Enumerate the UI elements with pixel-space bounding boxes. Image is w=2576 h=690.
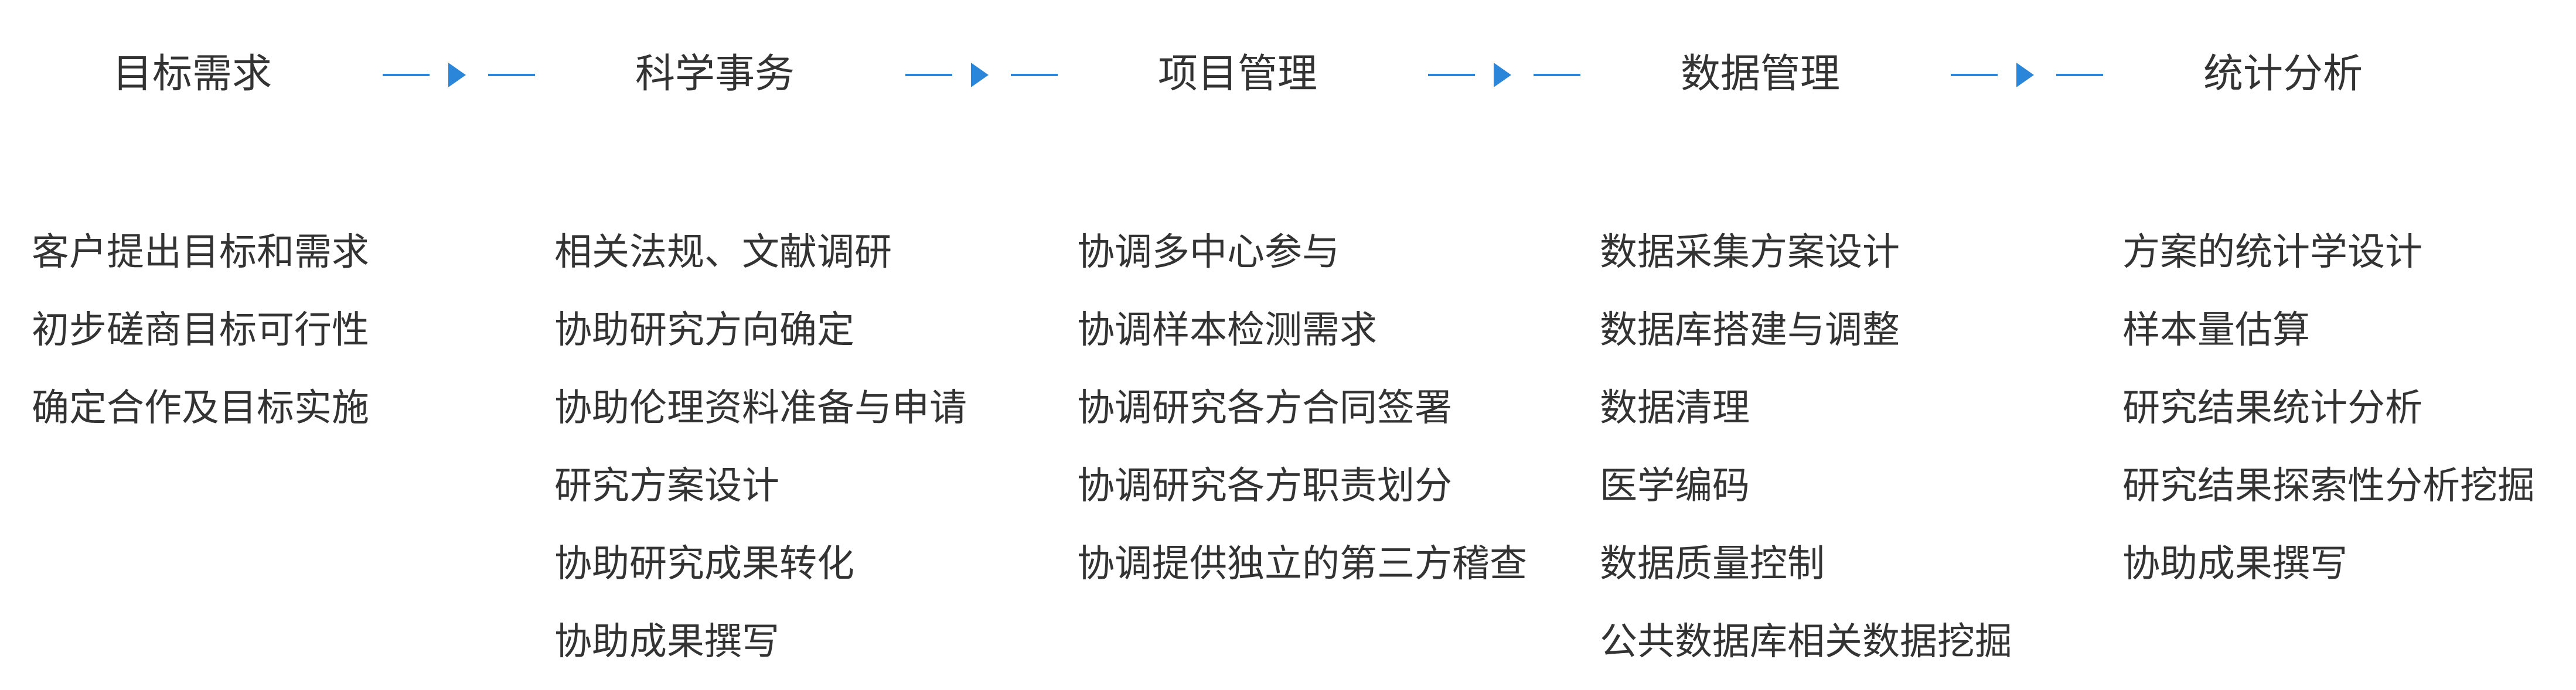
stage-title-data-management: 数据管理	[1680, 51, 1840, 97]
flow-arrow-2	[905, 63, 1058, 87]
connector-line	[383, 74, 430, 76]
list-item: 研究结果探索性分析挖掘	[2122, 464, 2535, 508]
list-item: 医学编码	[1600, 464, 1750, 508]
flow-arrow-4	[1951, 63, 2103, 87]
list-item: 协助伦理资料准备与申请	[554, 387, 967, 430]
stage-items-data-management: 数据采集方案设计 数据库搭建与调整 数据清理 医学编码 数据质量控制 公共数据库…	[1600, 214, 2012, 681]
list-item: 协助成果撰写	[2122, 542, 2347, 586]
arrow-right-icon	[2016, 63, 2034, 87]
stage-items-target-requirements: 客户提出目标和需求 初步磋商目标可行性 确定合作及目标实施	[32, 214, 369, 448]
list-item: 公共数据库相关数据挖掘	[1600, 620, 2012, 664]
list-item: 数据库搭建与调整	[1600, 309, 1900, 352]
stage-items-statistical-analysis: 方案的统计学设计 样本量估算 研究结果统计分析 研究结果探索性分析挖掘 协助成果…	[2122, 214, 2535, 603]
list-item: 协调研究各方职责划分	[1077, 464, 1452, 508]
connector-line	[905, 74, 952, 76]
arrow-right-icon	[448, 63, 466, 87]
connector-line	[488, 74, 535, 76]
list-item: 协调多中心参与	[1077, 231, 1340, 274]
list-item: 协助成果撰写	[554, 620, 779, 664]
stage-title-target-requirements: 目标需求	[112, 51, 272, 97]
list-item: 数据质量控制	[1600, 542, 1825, 586]
list-item: 客户提出目标和需求	[32, 231, 369, 274]
list-item: 初步磋商目标可行性	[32, 309, 369, 352]
connector-line	[1534, 74, 1580, 76]
arrow-right-icon	[971, 63, 989, 87]
list-item: 协助研究成果转化	[554, 542, 854, 586]
stage-items-project-management: 协调多中心参与 协调样本检测需求 协调研究各方合同签署 协调研究各方职责划分 协…	[1077, 214, 1527, 603]
list-item: 相关法规、文献调研	[554, 231, 892, 274]
list-item: 协调研究各方合同签署	[1077, 387, 1452, 430]
stage-title-project-management: 项目管理	[1157, 51, 1317, 97]
connector-line	[1428, 74, 1475, 76]
list-item: 研究结果统计分析	[2122, 387, 2422, 430]
list-item: 数据采集方案设计	[1600, 231, 1900, 274]
stage-title-scientific-affairs: 科学事务	[635, 51, 795, 97]
list-item: 确定合作及目标实施	[32, 387, 369, 430]
list-item: 协调提供独立的第三方稽查	[1077, 542, 1527, 586]
list-item: 协调样本检测需求	[1077, 309, 1377, 352]
stage-title-statistical-analysis: 统计分析	[2203, 51, 2363, 97]
list-item: 协助研究方向确定	[554, 309, 854, 352]
list-item: 样本量估算	[2122, 309, 2310, 352]
list-item: 研究方案设计	[554, 464, 779, 508]
arrow-right-icon	[1494, 63, 1511, 87]
connector-line	[1011, 74, 1058, 76]
flow-arrow-3	[1428, 63, 1580, 87]
list-item: 方案的统计学设计	[2122, 231, 2422, 274]
connector-line	[1951, 74, 1998, 76]
list-item: 数据清理	[1600, 387, 1750, 430]
connector-line	[2056, 74, 2103, 76]
flow-arrow-1	[383, 63, 535, 87]
stage-items-scientific-affairs: 相关法规、文献调研 协助研究方向确定 协助伦理资料准备与申请 研究方案设计 协助…	[554, 214, 967, 681]
